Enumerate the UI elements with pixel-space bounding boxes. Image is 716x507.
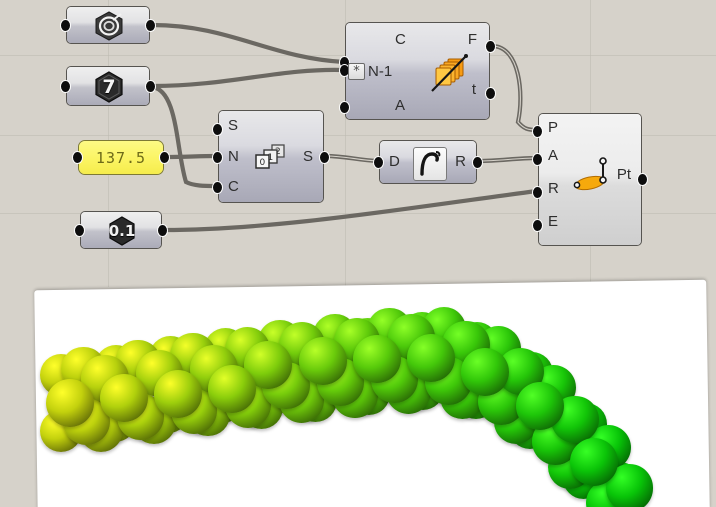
sphere xyxy=(461,347,510,396)
port-in-a[interactable] xyxy=(532,153,543,166)
node-body xyxy=(346,23,489,119)
input-label-a: A xyxy=(395,97,406,114)
output-label-r: R xyxy=(455,153,466,170)
sphere xyxy=(407,333,456,382)
svg-text:1: 1 xyxy=(268,153,274,163)
port-out[interactable] xyxy=(145,19,156,32)
output-label-f: F xyxy=(467,31,477,48)
port-in-p[interactable] xyxy=(532,125,543,138)
sphere xyxy=(298,337,347,386)
output-label-s: S xyxy=(302,148,313,165)
sphere xyxy=(353,334,401,383)
port-out[interactable] xyxy=(145,80,156,93)
input-label-p: P xyxy=(548,119,559,136)
output-label-t: t xyxy=(471,81,476,98)
node-degrees[interactable]: D R xyxy=(373,140,483,184)
port-out-s[interactable] xyxy=(319,151,330,164)
svg-text:2: 2 xyxy=(275,147,281,157)
input-label-c: C xyxy=(395,31,406,48)
node-radius-param[interactable]: 0.1 xyxy=(74,211,168,249)
node-series[interactable]: S N C S 2 1 0 xyxy=(212,110,330,203)
node-curve-param[interactable] xyxy=(60,6,156,44)
port-in[interactable] xyxy=(72,151,83,164)
port-in[interactable] xyxy=(60,19,71,32)
grid-line-v xyxy=(345,0,346,287)
node-label: 0.1 xyxy=(108,222,136,240)
slider-track[interactable] xyxy=(79,141,163,174)
port-out-pt[interactable] xyxy=(637,173,648,186)
node-label: 7 xyxy=(102,76,116,98)
slider-value[interactable]: 137.5 xyxy=(95,148,147,167)
number-hex-icon: 7 xyxy=(88,70,130,104)
input-label-s: S xyxy=(228,117,239,134)
port-in-r[interactable] xyxy=(532,186,543,199)
port-in-a[interactable] xyxy=(339,101,350,114)
number-hex-icon: 0.1 xyxy=(102,215,142,247)
wire-layer xyxy=(149,22,540,233)
node-number-slider[interactable]: 137.5 xyxy=(72,140,170,175)
viewport-scene xyxy=(36,285,708,507)
input-label-r: R xyxy=(548,180,559,197)
input-label-d: D xyxy=(389,153,400,170)
sphere xyxy=(569,437,618,486)
series-icon: 2 1 0 xyxy=(255,144,285,169)
input-label-n: N xyxy=(228,148,239,165)
port-in[interactable] xyxy=(60,80,71,93)
port-in-d[interactable] xyxy=(373,156,384,169)
node-rotate-point[interactable]: P A R E Pt xyxy=(532,113,648,246)
port-in[interactable] xyxy=(74,224,85,237)
output-label-pt: Pt xyxy=(616,166,631,183)
sphere xyxy=(515,382,564,431)
port-out-r[interactable] xyxy=(472,156,483,169)
port-out-f[interactable] xyxy=(485,40,496,53)
perp-frames-icon xyxy=(431,54,468,92)
port-in-s[interactable] xyxy=(212,123,223,136)
input-label-a: A xyxy=(548,147,559,164)
sphere xyxy=(46,379,94,427)
rhino-3d-viewport[interactable] xyxy=(34,279,710,507)
node-perp-frames[interactable]: * C N-1 A F t xyxy=(339,22,496,120)
port-out-t[interactable] xyxy=(485,87,496,100)
port-in-e[interactable] xyxy=(532,219,543,232)
node-count-param[interactable]: 7 xyxy=(60,66,156,106)
port-in-n[interactable] xyxy=(212,151,223,164)
rotate-axis-icon xyxy=(573,157,607,191)
flag-glyph: * xyxy=(353,64,360,79)
asterisk-flag-icon[interactable]: * xyxy=(348,63,365,80)
port-out[interactable] xyxy=(157,224,168,237)
port-out[interactable] xyxy=(159,151,170,164)
grid-line-h xyxy=(0,135,716,136)
curve-icon xyxy=(95,11,123,41)
port-in-c[interactable] xyxy=(212,181,223,194)
input-label-e: E xyxy=(548,213,559,230)
svg-text:0: 0 xyxy=(260,158,266,168)
input-label-c: C xyxy=(228,178,239,195)
sphere xyxy=(154,369,203,418)
input-label-n1: N-1 xyxy=(368,63,393,80)
radians-icon xyxy=(413,147,447,181)
